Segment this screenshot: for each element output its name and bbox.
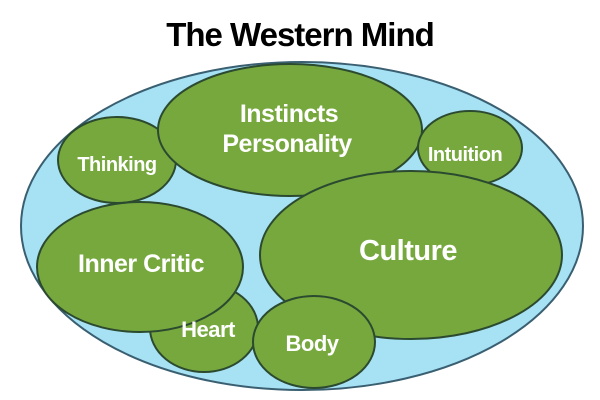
bubble-thinking-label: Thinking — [77, 154, 156, 176]
bubble-instincts-label-line1: Instincts — [240, 100, 338, 128]
bubble-body-label: Body — [286, 331, 340, 356]
bubble-culture — [259, 170, 563, 340]
bubble-heart-label: Heart — [181, 317, 236, 342]
bubble-intuition-label: Intuition — [428, 144, 502, 166]
bubble-instincts-label-line2: Personality — [222, 130, 352, 158]
bubble-instincts-personality — [157, 63, 423, 197]
page-title: The Western Mind — [166, 16, 434, 53]
bubble-culture-label: Culture — [359, 235, 457, 267]
bubble-inner-critic-label: Inner Critic — [78, 250, 205, 278]
bubble-body — [252, 295, 376, 389]
bubble-inner-critic — [36, 201, 244, 333]
